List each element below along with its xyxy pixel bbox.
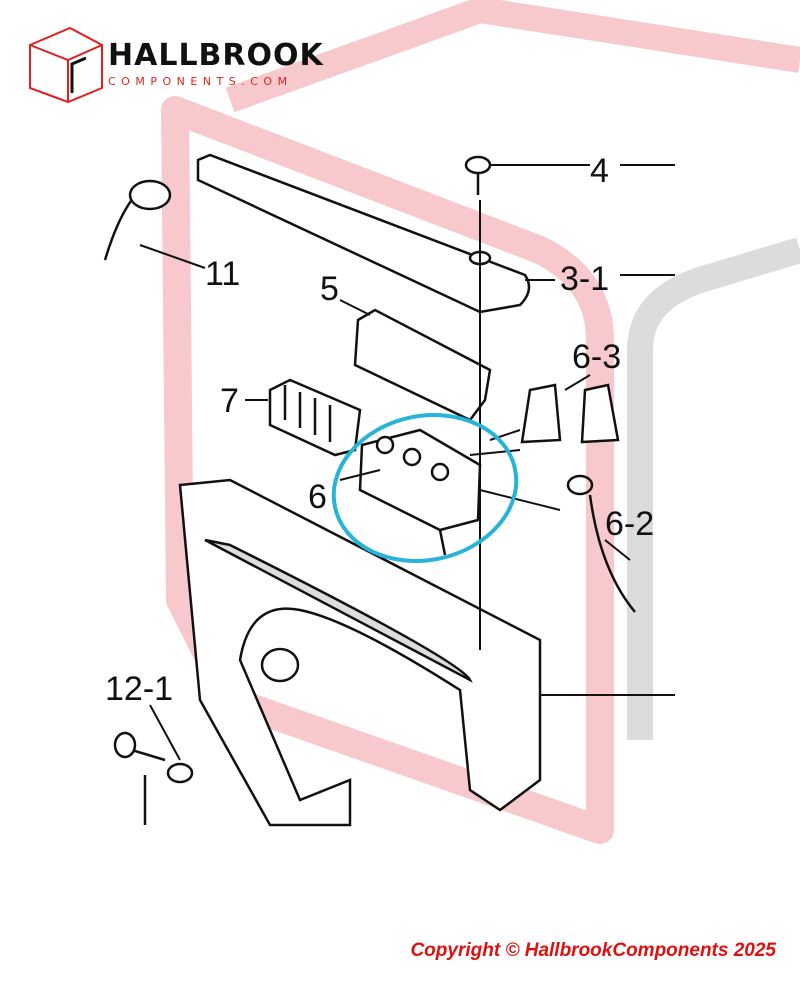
copyright-text: Copyright © HallbrookComponents 2025	[410, 940, 776, 961]
wire-part	[566, 474, 636, 613]
bolt-part	[113, 731, 194, 825]
brand-name: HALLBROOK	[108, 38, 324, 73]
screw-part	[464, 155, 492, 195]
label-part-6-3: 6-3	[572, 338, 621, 376]
cap-parts	[520, 383, 620, 444]
terminal-block-part	[358, 428, 482, 556]
brand-subtitle: COMPONENTS.COM	[108, 75, 293, 88]
highlight-circle	[331, 413, 519, 563]
watermark	[161, 0, 800, 844]
label-part-7: 7	[220, 382, 239, 420]
label-part-5: 5	[320, 270, 339, 308]
label-part-4: 4	[590, 152, 609, 190]
connector-part	[268, 378, 362, 457]
cover-part	[353, 308, 492, 422]
label-part-3-1: 3-1	[560, 260, 609, 298]
logo-cube-icon	[29, 26, 103, 104]
cable-part	[103, 179, 172, 261]
housing-part	[178, 478, 542, 827]
label-part-12-1: 12-1	[105, 670, 173, 708]
label-part-11: 11	[205, 255, 240, 293]
label-part-6-2: 6-2	[605, 505, 654, 543]
label-part-6: 6	[308, 478, 327, 516]
